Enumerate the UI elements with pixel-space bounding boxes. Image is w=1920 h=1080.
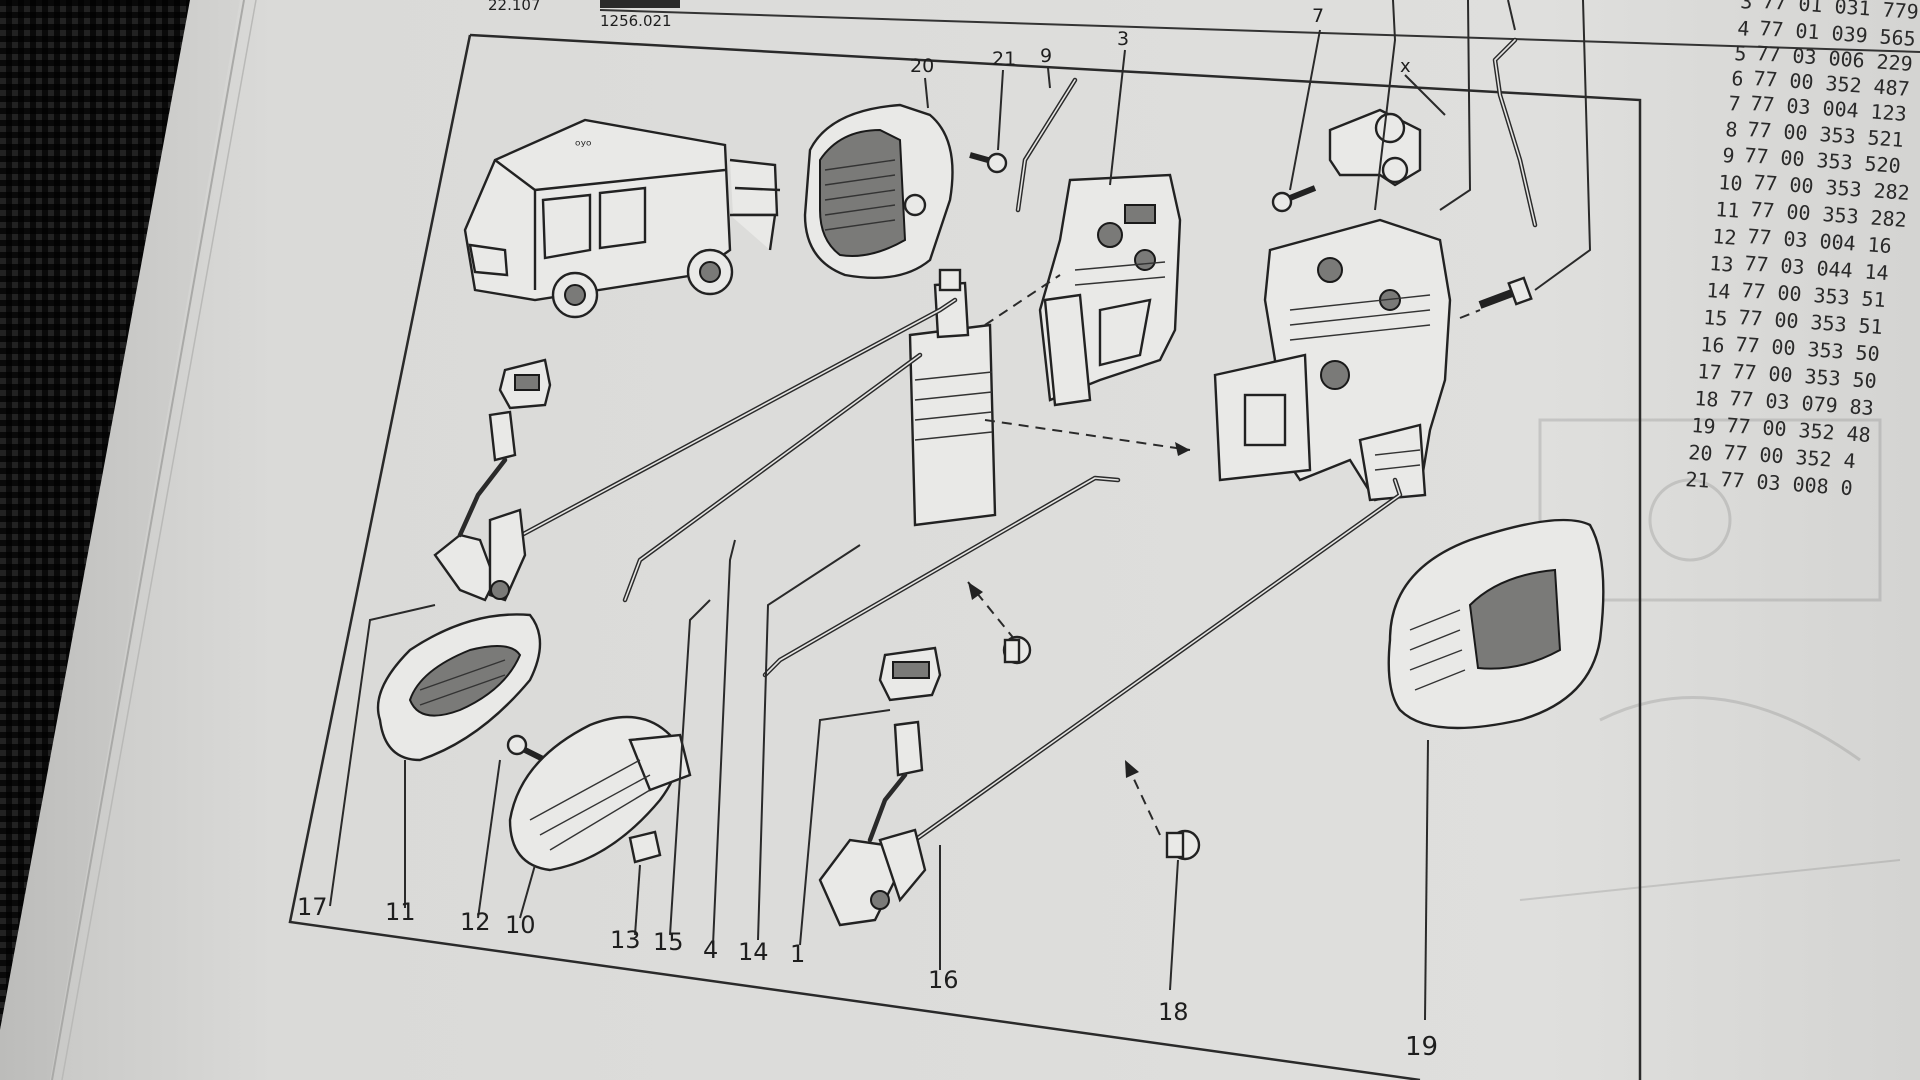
part-18-clip (1165, 829, 1201, 861)
dashed-arrow-clip-upper (967, 581, 1016, 641)
part-15-rod (500, 297, 958, 548)
part-20-inner-handle-housing (803, 103, 954, 280)
callout-17: 17 (297, 893, 328, 921)
parts-list-no-16: 16 (1700, 332, 1726, 358)
dashed-arrow-actuator-to-lock (984, 419, 1191, 451)
diagram-frame-top (469, 33, 1642, 1080)
part-13-clip (628, 830, 662, 864)
part-10-handle-housing (508, 715, 692, 872)
parts-list-no-6: 6 (1731, 66, 1745, 91)
part-pad-centre (893, 720, 924, 777)
page-header: 22.107 1256.021 (488, 0, 1920, 53)
part-14-rod (762, 475, 1121, 678)
callout-9: 9 (1040, 45, 1052, 67)
van-illustration: ᵒʸᵒ (463, 118, 781, 319)
callout-15: 15 (653, 928, 684, 956)
parts-list-no-19: 19 (1691, 413, 1717, 439)
diagram-frame-left-bottom (288, 34, 1421, 1080)
parts-list-no-15: 15 (1703, 305, 1729, 331)
part-grommet-centre (878, 646, 942, 702)
callout-18: 18 (1158, 998, 1189, 1026)
callout-21: 21 (992, 48, 1016, 70)
parts-list-no-4: 4 (1737, 16, 1751, 41)
callout-1: 1 (790, 940, 805, 968)
callout-20: 20 (910, 55, 934, 77)
part-21-screw (969, 152, 1008, 174)
dimension-x-label: x (1400, 56, 1411, 77)
callout-19: 19 (1405, 1032, 1438, 1062)
part-3-lock-mechanism (1038, 173, 1182, 407)
part-19-outer-handle (1387, 518, 1605, 730)
part-16-rod (912, 477, 1403, 843)
part-central-locking-actuator (908, 268, 997, 527)
part-7-screw (1271, 185, 1317, 213)
callout-16: 16 (928, 966, 959, 994)
callout-11: 11 (385, 898, 416, 926)
parts-list-no-20: 20 (1688, 440, 1714, 466)
parts-list-no-7: 7 (1728, 91, 1742, 116)
dashed-arrow-actuator-to-mechanism (984, 274, 1061, 326)
part-clip-upper (1002, 635, 1032, 665)
callout-14: 14 (738, 938, 769, 966)
parts-list-no-9: 9 (1722, 143, 1736, 168)
header-ref-right: 1256.021 (600, 12, 672, 30)
callout-4: 4 (703, 936, 718, 964)
callout-7: 7 (1312, 5, 1324, 27)
svg-text:ᵒʸᵒ: ᵒʸᵒ (575, 138, 592, 154)
parts-list-no-5: 5 (1734, 41, 1748, 66)
parts-list: 3 77 01 031 779 4 77 01 039 565 5 77 03 … (1685, 0, 1920, 500)
parts-list-no-14: 14 (1706, 278, 1732, 304)
part-1-lever (818, 772, 927, 927)
part-lock-assembly-right (1213, 218, 1452, 502)
header-ref-left: 22.107 (488, 0, 541, 14)
callout-10: 10 (505, 911, 536, 939)
part-4-rod (622, 352, 923, 603)
callout-3: 3 (1117, 28, 1129, 50)
parts-list-no-10: 10 (1718, 170, 1744, 196)
callout-numbers: 17 11 12 10 13 15 4 14 1 16 18 19 20 21 … (297, 5, 1438, 1062)
part-pad-left (488, 410, 517, 462)
part-8-rod (1492, 37, 1538, 228)
dashed-arrow-bolt (1459, 309, 1481, 319)
parts-list-no-8: 8 (1725, 117, 1739, 142)
parts-list-no-13: 13 (1709, 251, 1735, 277)
parts-list-no-11: 11 (1715, 197, 1741, 223)
leader-lines (329, 0, 1592, 1021)
parts-list-no-17: 17 (1697, 359, 1723, 385)
ghost-print-through (1519, 418, 1901, 901)
parts-list-no-12: 12 (1712, 224, 1738, 250)
callout-12: 12 (460, 908, 491, 936)
parts-list-no-3: 3 (1740, 0, 1754, 14)
part-17-lever-left (433, 457, 527, 602)
parts-list-no-18: 18 (1694, 386, 1720, 412)
part-grommet-left (498, 358, 552, 410)
parts-list-no-21: 21 (1685, 467, 1711, 493)
part-6-bolt (1478, 276, 1533, 309)
part-11-inner-handle-bezel (376, 613, 542, 762)
callout-13: 13 (610, 926, 641, 954)
part-9-rod (1015, 77, 1078, 213)
